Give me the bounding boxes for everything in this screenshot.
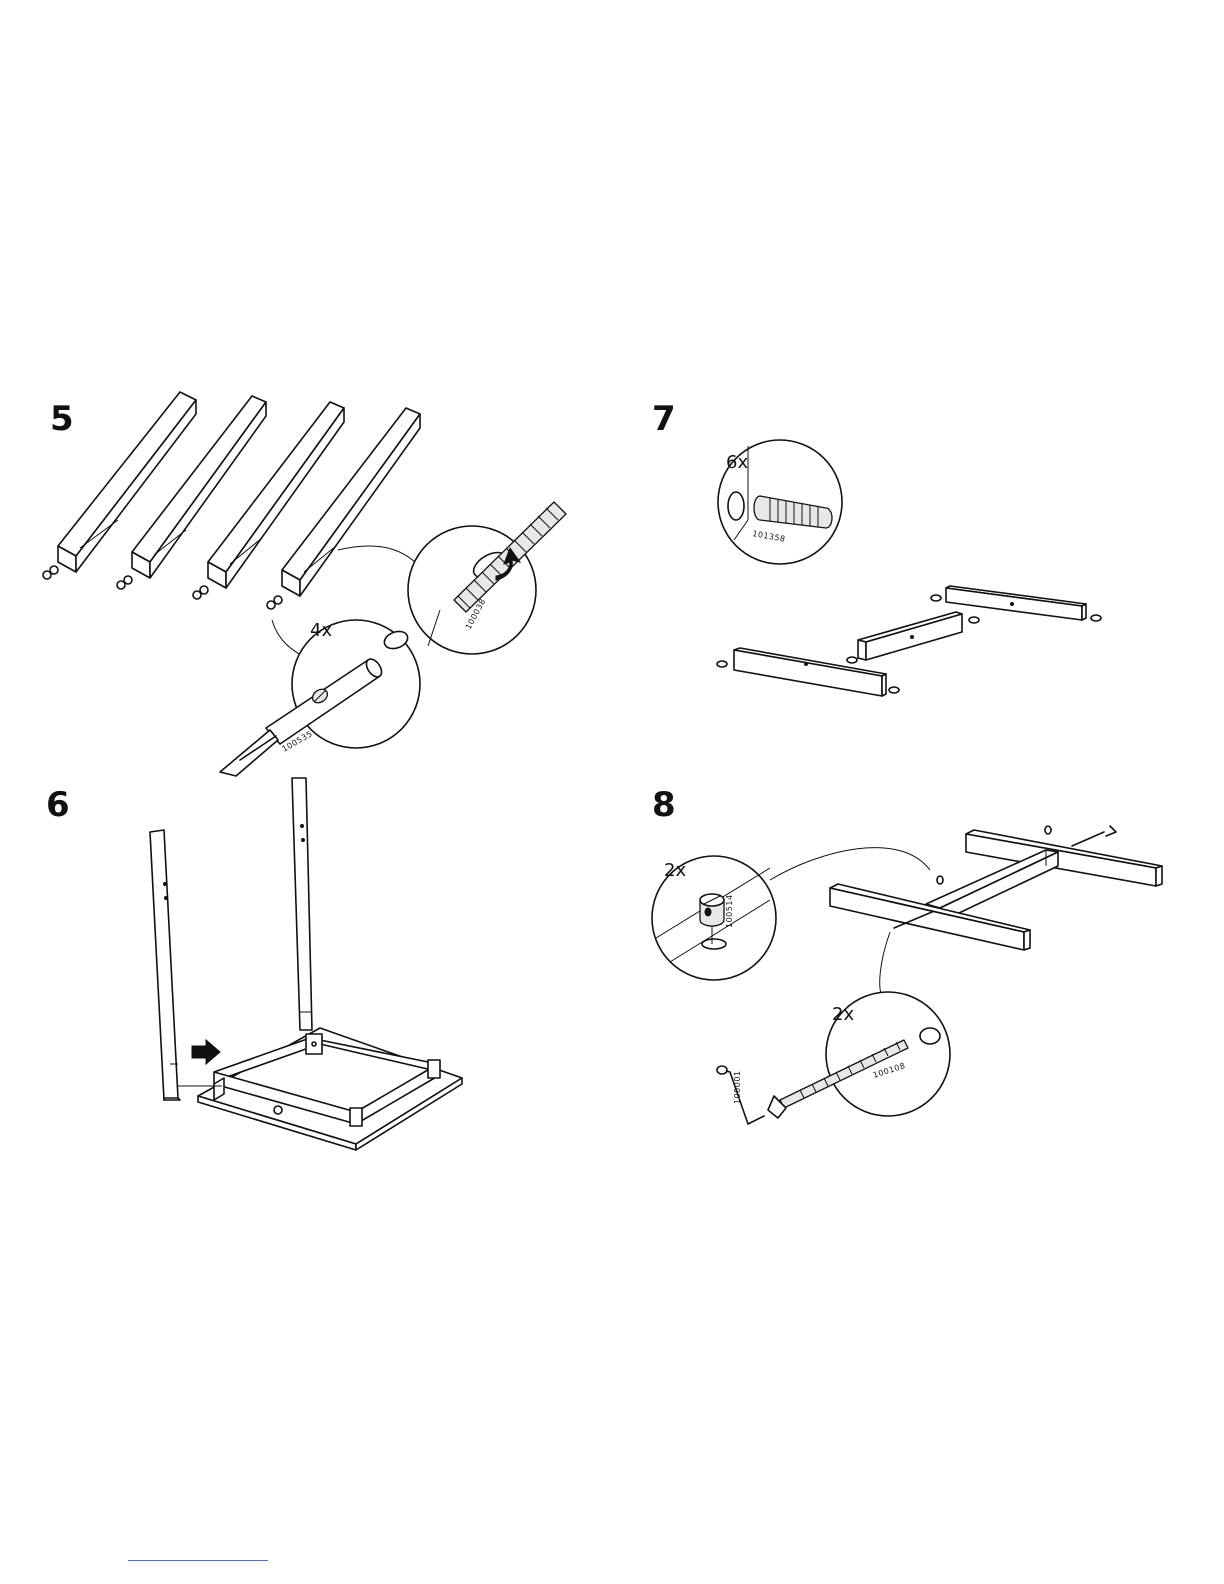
long-bolt-icon <box>768 992 950 1118</box>
part-number-100001: 100001 <box>733 1070 742 1104</box>
footer-link-underline[interactable] <box>128 1560 268 1561</box>
quantity-label: 2x <box>832 1004 854 1025</box>
part-number-100514: 100514 <box>725 894 734 928</box>
quantity-label: 2x <box>664 860 686 881</box>
allen-key-icon <box>1106 826 1116 836</box>
